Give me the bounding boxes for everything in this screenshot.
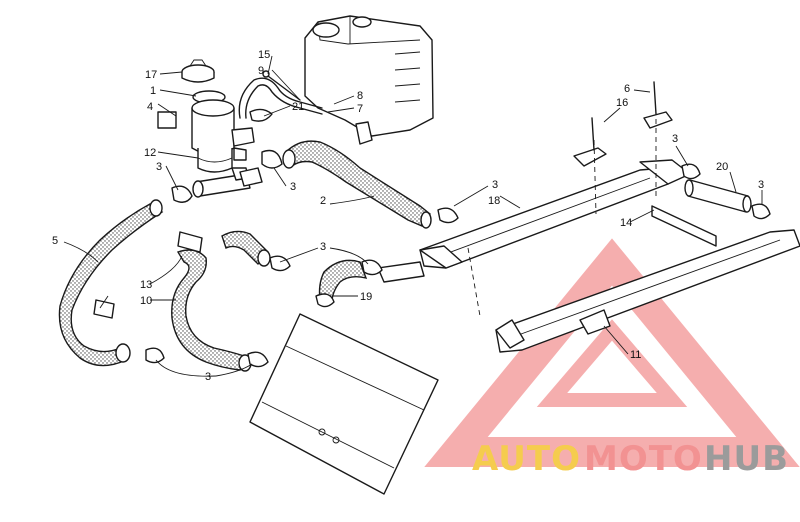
hose-2: [285, 140, 431, 227]
callout-labels: 17 1 4 12 3 15 9 8 7 21 3 2 3 18 5 13 10…: [52, 49, 764, 383]
leader-lines: [63, 55, 763, 377]
callout-1: 1: [150, 85, 156, 97]
callout-16: 16: [616, 97, 628, 109]
watermark-auto: AUTO: [472, 439, 581, 479]
callout-6: 6: [624, 83, 630, 95]
callout-3-a: 3: [156, 161, 162, 173]
overflow-hose: [238, 77, 323, 119]
clamp-13: [177, 231, 203, 253]
callout-13: 13: [140, 279, 152, 291]
callout-10: 10: [140, 295, 152, 307]
callout-3-f: 3: [672, 133, 678, 145]
callout-3-g: 3: [758, 179, 764, 191]
callout-14: 14: [620, 217, 632, 229]
tee-fitting: [192, 167, 263, 198]
callout-18: 18: [488, 195, 500, 207]
radiator-cap: [181, 59, 215, 83]
filler-neck-housing: [191, 90, 255, 173]
watermark-moto: MOTO: [584, 439, 703, 479]
clamps-3: [145, 149, 771, 368]
callout-5: 5: [52, 235, 58, 247]
routing-line-1: [467, 247, 481, 317]
callout-8: 8: [357, 90, 363, 102]
callout-11: 11: [630, 349, 641, 361]
callout-15: 15: [258, 49, 270, 61]
callout-7: 7: [357, 103, 363, 115]
hose-19: [318, 259, 368, 303]
watermark-triangle-inner: [536, 319, 688, 407]
clamp-21: [249, 108, 273, 122]
callout-9: 9: [258, 65, 264, 77]
watermark-triangle-outer: [424, 238, 800, 467]
callout-4: 4: [147, 101, 153, 113]
callout-21: 21: [292, 101, 304, 113]
callout-17: 17: [145, 69, 157, 81]
bracket-6: [643, 111, 673, 129]
routing-line-2: [593, 139, 597, 215]
callout-20: 20: [716, 161, 728, 173]
clamp-13b: [93, 299, 115, 319]
bolt-15: [267, 75, 301, 101]
heat-exchanger-18: [419, 159, 691, 269]
heat-exchanger-11: [495, 229, 800, 353]
callout-2: 2: [320, 195, 326, 207]
hose-10: [171, 249, 245, 371]
lower-shroud: [249, 313, 439, 495]
callout-3-e: 3: [320, 241, 326, 253]
callout-3-c: 3: [492, 179, 498, 191]
watermark-logo: AUTO MOTO HUB: [424, 238, 800, 479]
hose-middle: [221, 230, 269, 266]
callout-19: 19: [360, 291, 372, 303]
callout-3-b: 3: [290, 181, 296, 193]
coolant-reservoir: [304, 15, 434, 145]
callout-12: 12: [144, 147, 156, 159]
watermark-hub: HUB: [704, 439, 789, 479]
bracket-14: [651, 205, 717, 247]
tube-20: [684, 179, 752, 213]
callout-3-d: 3: [205, 371, 211, 383]
bracket-16: [573, 147, 607, 167]
